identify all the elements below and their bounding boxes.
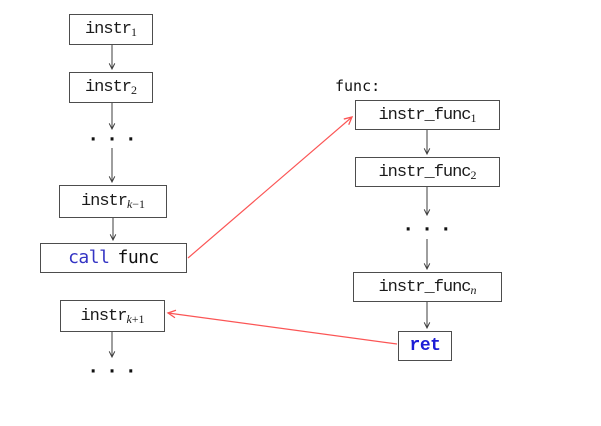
instr-func-2-base: instr_func: [378, 162, 471, 182]
caller-ellipsis-end: ...: [87, 356, 145, 378]
instr-func-2-label: instr_func2: [378, 164, 476, 181]
arrow-call-to-func-entry: [187, 116, 354, 259]
instr-func-1-label: instr_func1: [378, 107, 476, 124]
instr-2-sub-rest: 2: [131, 83, 137, 97]
box-ret: ret: [398, 331, 452, 361]
caller-ellipsis-mid: ...: [87, 124, 145, 146]
instr-func-n-sub-var: n: [470, 282, 477, 297]
instr-func-n-subscript: n: [471, 283, 477, 297]
instr-1-label: instr1: [85, 21, 137, 38]
instr-k-minus-1-base: instr: [80, 192, 128, 211]
instr-func-n-label: instr_funcn: [378, 279, 476, 296]
instr-k-minus-1-label: instrk−1: [81, 193, 145, 210]
instr-func-1-subscript: 1: [471, 111, 477, 125]
box-instr-func-n: instr_funcn: [353, 272, 502, 302]
instr-2-base: instr: [84, 78, 132, 97]
box-instr-1: instr1: [69, 14, 153, 45]
instr-1-subscript: 1: [131, 25, 137, 39]
call-keyword: call: [68, 247, 110, 268]
instr-k-minus-1-subscript: k−1: [127, 197, 145, 211]
instr-func-n-base: instr_func: [378, 277, 471, 297]
instr-k-plus-1-subscript: k+1: [126, 312, 144, 326]
box-instr-func-1: instr_func1: [355, 100, 500, 130]
box-instr-k-plus-1: instrk+1: [60, 300, 165, 332]
instr-k-minus-1-sub-var: k: [126, 197, 133, 211]
instr-1-base: instr: [84, 20, 132, 39]
instr-2-subscript: 2: [131, 83, 137, 97]
box-instr-func-2: instr_func2: [355, 157, 500, 187]
instr-func-2-sub-rest: 2: [470, 167, 477, 182]
instr-func-1-base: instr_func: [378, 105, 471, 125]
box-call-func: call func: [40, 243, 187, 273]
instr-2-label: instr2: [85, 79, 137, 96]
instr-func-1-sub-rest: 1: [470, 110, 477, 125]
instr-k-plus-1-label: instrk+1: [80, 308, 144, 325]
callee-ellipsis-mid: ...: [402, 214, 460, 236]
instr-k-plus-1-base: instr: [80, 306, 127, 326]
ret-label: ret: [409, 336, 441, 356]
instr-k-plus-1-sub-rest: +1: [131, 311, 145, 326]
instr-func-2-subscript: 2: [471, 168, 477, 182]
box-instr-2: instr2: [69, 72, 153, 103]
box-instr-k-minus-1: instrk−1: [59, 185, 167, 218]
instr-k-plus-1-sub-var: k: [126, 311, 132, 326]
call-func-label: call func: [68, 249, 159, 267]
arrow-ret-to-instr-k-plus-1: [166, 309, 398, 345]
instr-1-sub-rest: 1: [131, 25, 137, 39]
instr-k-minus-1-sub-rest: −1: [132, 197, 146, 211]
func-entry-label: func:: [335, 77, 381, 95]
call-operand: func: [117, 247, 160, 268]
